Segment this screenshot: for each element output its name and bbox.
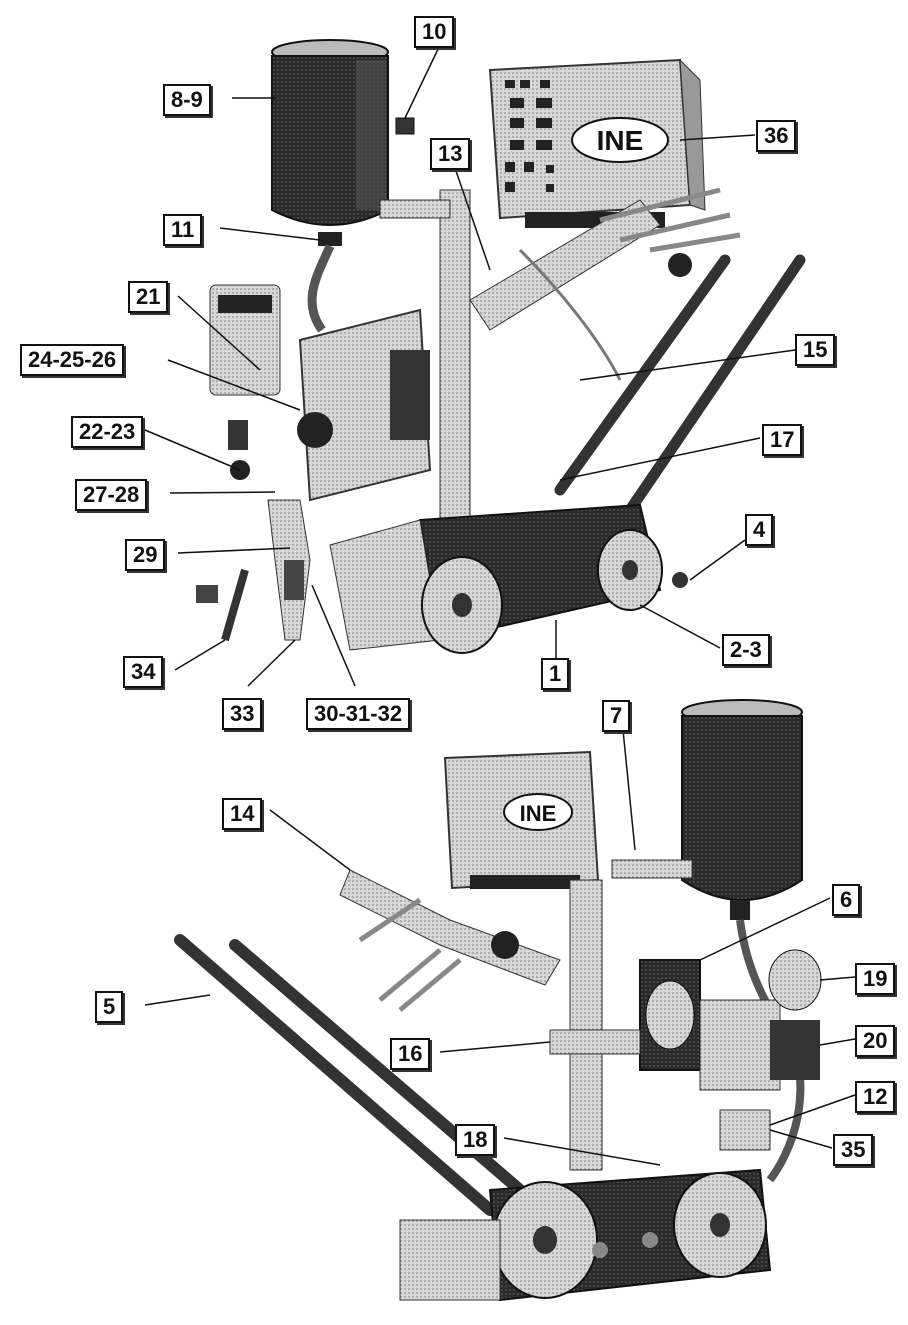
callout-17: 17 — [762, 424, 803, 456]
callout-1: 1 — [541, 658, 570, 690]
boom-arm-top — [469, 199, 661, 331]
top-machine-illustration: INE — [196, 39, 806, 654]
callout-29: 29 — [125, 539, 166, 571]
callout-35: 35 — [833, 1134, 874, 1166]
motor-20 — [770, 1020, 820, 1080]
bottom-machine-illustration: INE — [174, 699, 822, 1302]
knob-4-top — [672, 572, 688, 588]
callout-22-23: 22-23 — [71, 416, 144, 448]
callout-7: 7 — [602, 700, 631, 732]
hopper-arm-bottom — [611, 859, 693, 879]
vertical-column-top — [439, 189, 471, 531]
flux-hopper-bottom — [681, 699, 803, 920]
callout-16: 16 — [390, 1038, 431, 1070]
callout-8-9: 8-9 — [163, 84, 211, 116]
callout-10: 10 — [414, 16, 455, 48]
callout-6: 6 — [832, 884, 861, 916]
handle-left-top — [554, 254, 731, 496]
callout-21: 21 — [128, 281, 169, 313]
flux-hose-top — [307, 244, 335, 333]
brand-logo-top: INE — [597, 125, 644, 156]
knob-top-right — [668, 253, 692, 277]
feeder-box-bottom — [699, 999, 781, 1091]
wire-spool-19 — [768, 949, 822, 1011]
callout-20: 20 — [855, 1025, 896, 1057]
callout-12: 12 — [855, 1081, 896, 1113]
callout-24-25-26: 24-25-26 — [20, 344, 125, 376]
carriage-guide-bottom — [399, 1219, 501, 1301]
callout-18: 18 — [455, 1124, 496, 1156]
torch-block-bottom — [719, 1109, 771, 1151]
carriage-guide-top — [329, 519, 441, 651]
leader-lines — [144, 44, 856, 1166]
bracket-16 — [549, 1029, 641, 1055]
callout-11: 11 — [163, 214, 203, 246]
callout-2-3: 2-3 — [722, 634, 770, 666]
hopper-arm-top — [379, 199, 451, 219]
callout-33: 33 — [222, 698, 263, 730]
handle-left-bottom — [174, 934, 496, 1216]
adjust-knob-top — [297, 412, 333, 448]
callout-15: 15 — [795, 334, 836, 366]
callout-5: 5 — [95, 991, 124, 1023]
callout-4: 4 — [745, 514, 774, 546]
clamp-fingers-top — [599, 187, 741, 253]
torch-part-34 — [221, 568, 249, 642]
slide-block-top — [390, 350, 430, 440]
callout-36: 36 — [756, 120, 797, 152]
callout-13: 13 — [430, 138, 471, 170]
callout-27-28: 27-28 — [75, 479, 148, 511]
callout-30-31-32: 30-31-32 — [306, 698, 411, 730]
callout-14: 14 — [222, 798, 263, 830]
callout-19: 19 — [855, 963, 896, 995]
cable-top — [518, 248, 622, 381]
control-box-bottom: INE — [443, 750, 600, 890]
flux-hopper-top — [271, 39, 415, 246]
callout-34: 34 — [123, 656, 164, 688]
brand-logo-bottom: INE — [520, 801, 557, 826]
vertical-column-bottom — [569, 879, 603, 1171]
handle-right-top — [624, 254, 806, 516]
